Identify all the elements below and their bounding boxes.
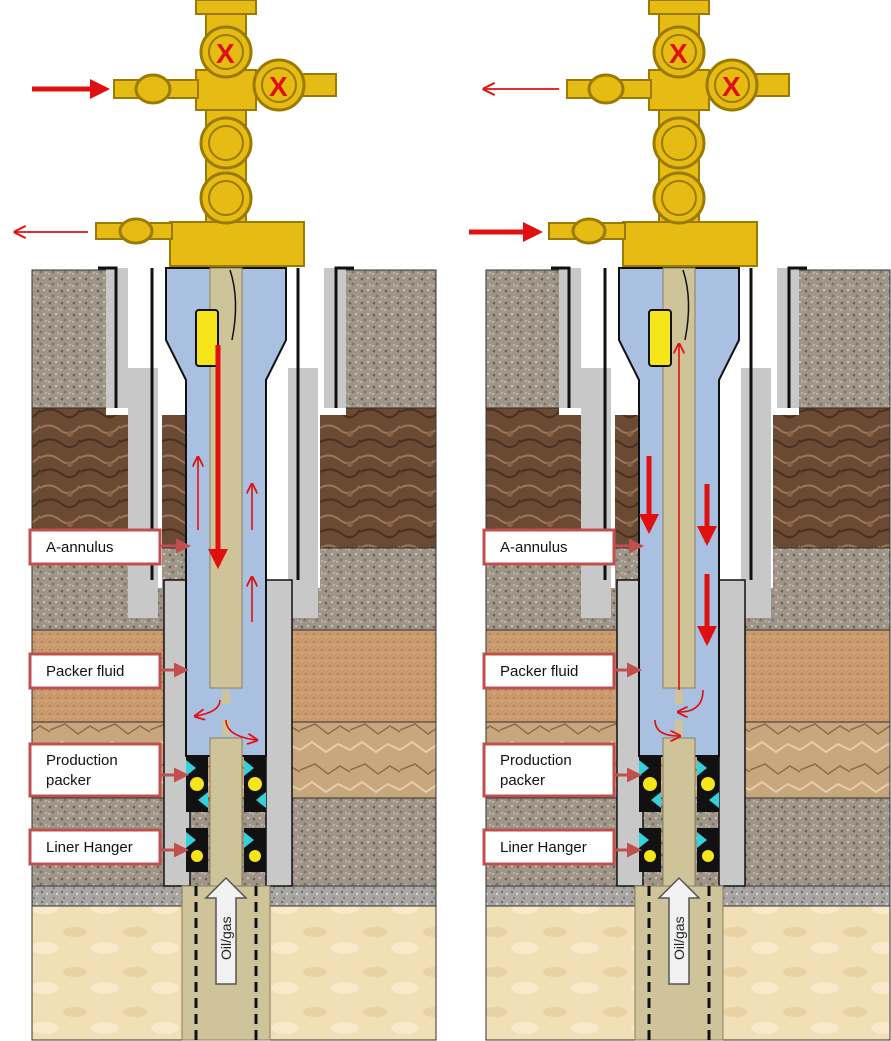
packer-element — [190, 777, 204, 791]
hanger-seal — [702, 850, 714, 862]
packer-slip — [198, 792, 208, 808]
packer-fluid-label-text: Packer fluid — [46, 663, 124, 680]
a-annulus-label-text: A-annulus — [46, 539, 114, 556]
liner-hanger-label-text: Liner Hanger — [500, 839, 587, 856]
annulus-valve — [118, 217, 154, 245]
downhole-gauge — [648, 309, 672, 367]
outer-casing-wall-right — [787, 266, 807, 408]
cement-right — [741, 368, 771, 618]
kill-valve — [587, 73, 625, 105]
packer-slip — [244, 760, 254, 776]
production-packer-label-text: Production — [46, 752, 118, 769]
closed-valve-x: X — [722, 71, 741, 102]
packer-slip — [651, 792, 661, 808]
tree-cap — [195, 0, 257, 15]
outer-casing-wall-left — [551, 266, 571, 408]
gauge-cable — [682, 269, 690, 341]
packer-element — [643, 777, 657, 791]
port-flow-arrow — [654, 719, 679, 736]
liner-hanger-label-text: Liner Hanger — [46, 839, 133, 856]
annulus-valve — [571, 217, 607, 245]
tubing-sleeve — [222, 720, 230, 736]
production-packer-label-text: packer — [500, 772, 545, 789]
oil-gas-label: Oil/gas — [671, 916, 687, 960]
valve-handwheel — [208, 180, 244, 216]
tubing-sleeve — [675, 690, 683, 704]
oil-gas-label: Oil/gas — [218, 916, 234, 960]
packer-element — [248, 777, 262, 791]
port-flow-arrow — [196, 699, 221, 716]
valve-handwheel — [661, 125, 697, 161]
outer-casing-wall-right — [334, 266, 354, 408]
tubing-sleeve — [222, 690, 230, 704]
port-flow-arrow — [225, 719, 256, 740]
valve-handwheel — [714, 67, 750, 103]
outer-casing-wall-left — [98, 266, 118, 408]
hanger-slip — [697, 832, 707, 848]
hanger-seal — [191, 850, 203, 862]
oil-gas-arrow — [657, 876, 701, 985]
tubing-head — [622, 221, 758, 267]
production-casing-right — [718, 579, 746, 887]
valve-handwheel — [661, 34, 697, 70]
gauge-cable — [229, 269, 237, 341]
production-packer-label-text: packer — [46, 772, 91, 789]
valve-handwheel — [661, 180, 697, 216]
production-packer-label-text: Production — [500, 752, 572, 769]
downhole-gauge — [195, 309, 219, 367]
closed-valve-x: X — [216, 38, 235, 69]
production-casing-right — [265, 579, 293, 887]
cement-right — [288, 368, 318, 618]
kill-valve — [134, 73, 172, 105]
hanger-seal — [644, 850, 656, 862]
oil-gas-arrow — [204, 876, 248, 985]
valve-handwheel — [208, 125, 244, 161]
valve-handwheel — [261, 67, 297, 103]
packer-slip — [697, 760, 707, 776]
liner-hanger-label-box — [28, 828, 162, 866]
hanger-seal — [249, 850, 261, 862]
port-flow-arrow — [679, 689, 704, 712]
packer-slip — [256, 792, 266, 808]
closed-valve-x: X — [269, 71, 288, 102]
packer-slip — [709, 792, 719, 808]
tubing-head — [169, 221, 305, 267]
a-annulus-label-text: A-annulus — [500, 539, 568, 556]
hanger-slip — [244, 832, 254, 848]
tree-cap — [648, 0, 710, 15]
valve-handwheel — [208, 34, 244, 70]
tubing-sleeve — [675, 720, 683, 736]
closed-valve-x: X — [669, 38, 688, 69]
packer-fluid-label-text: Packer fluid — [500, 663, 578, 680]
production-packer-label-box — [28, 742, 162, 798]
liner-hanger-label-box — [482, 828, 616, 866]
packer-element — [701, 777, 715, 791]
production-packer-label-box — [482, 742, 616, 798]
